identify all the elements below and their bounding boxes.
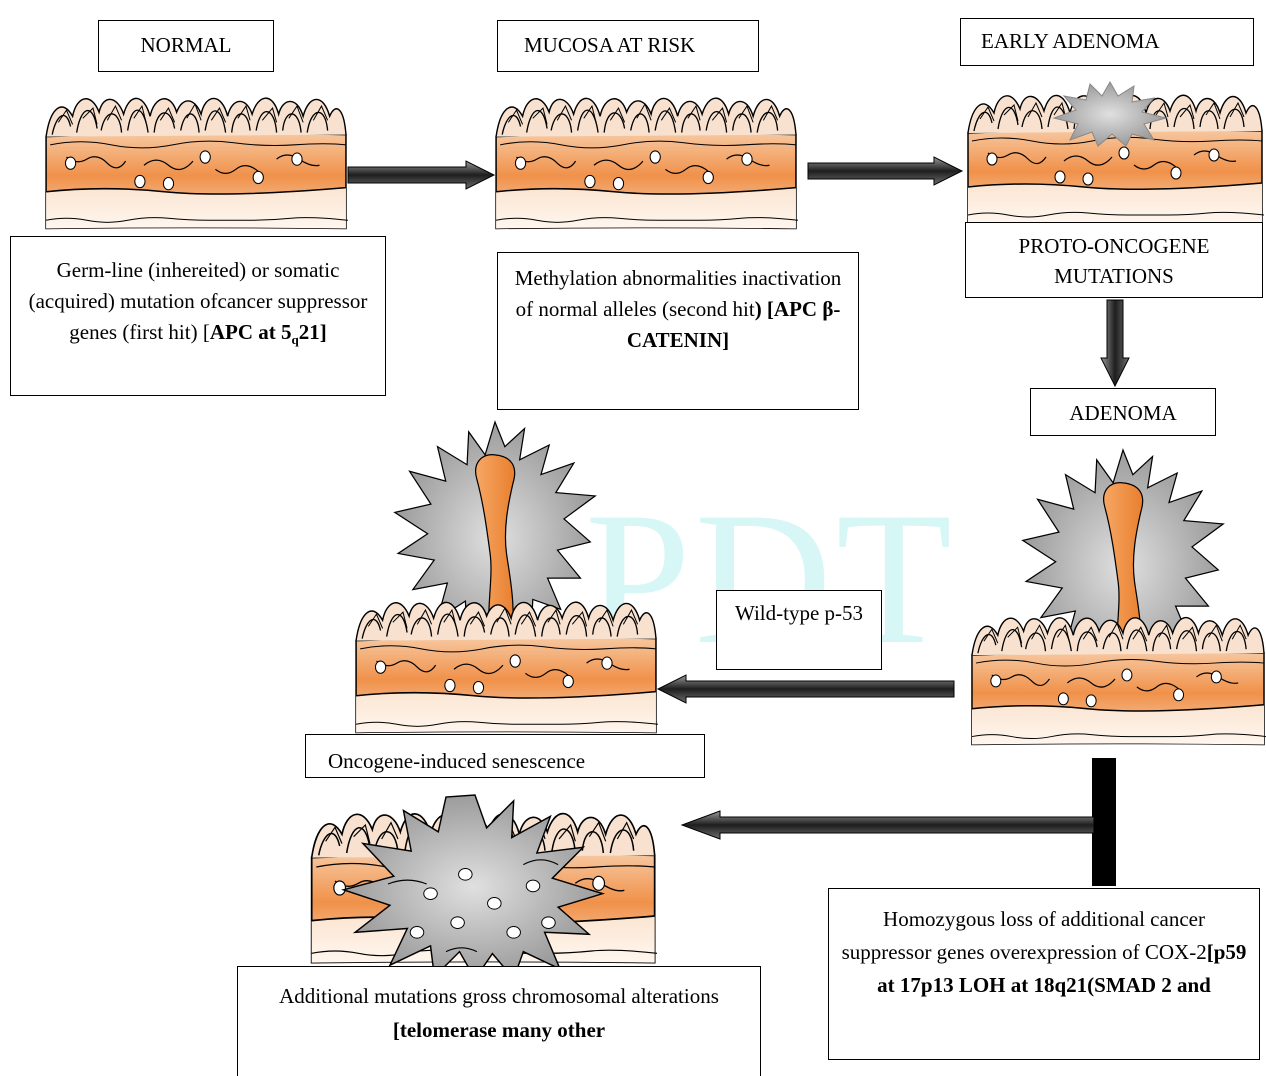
homozygous-bold: [p59 at 17p13 LOH at 18q21(SMAD 2 and <box>877 940 1247 997</box>
proto-oncogene-text: PROTO-ONCOGENE MUTATIONS <box>1018 234 1210 288</box>
stage-normal-text: NORMAL <box>140 33 232 57</box>
tumor-growth-icon <box>342 794 604 980</box>
first-hit-note: Germ-line (inhereited) or somatic (acqui… <box>10 236 386 396</box>
stage-adenoma-label: ADENOMA <box>1030 388 1216 436</box>
stage-early-adenoma-text: EARLY ADENOMA <box>981 29 1160 53</box>
branch-bar <box>1092 758 1116 886</box>
homozygous-text: Homozygous loss of additional cancer sup… <box>841 907 1207 964</box>
first-hit-sub: q <box>291 332 299 348</box>
right-arrow-icon <box>807 156 964 186</box>
stage-mucosa-at-risk-label: MUCOSA AT RISK <box>497 20 759 72</box>
left-arrow-icon <box>680 810 1095 840</box>
second-hit-text: Methylation abnormalities inactivation o… <box>514 266 842 321</box>
tissue-section-icon <box>971 616 1266 746</box>
additional-mutations-note: Additional mutations gross chromosomal a… <box>237 966 761 1076</box>
second-hit-note: Methylation abnormalities inactivation o… <box>497 252 859 410</box>
first-hit-bold-end: 21] <box>298 320 327 344</box>
first-hit-text: Germ-line (inhereited) or somatic (acqui… <box>28 258 368 344</box>
down-arrow-icon <box>1100 299 1130 388</box>
tumor-growth-icon <box>1053 81 1167 147</box>
stage-normal-label: NORMAL <box>98 20 274 72</box>
stage-early-adenoma-label: EARLY ADENOMA <box>960 18 1254 66</box>
first-hit-bold: APC at 5 <box>209 320 292 344</box>
tissue-section-icon <box>45 97 348 230</box>
right-arrow-icon <box>347 160 496 190</box>
tissue-section-icon <box>495 97 798 230</box>
proto-oncogene-note: PROTO-ONCOGENE MUTATIONS <box>965 222 1263 298</box>
wild-type-text: Wild-type p-53 <box>734 601 864 625</box>
additional-text: Additional mutations gross chromosomal a… <box>279 984 719 1008</box>
homozygous-loss-note: Homozygous loss of additional cancer sup… <box>828 888 1260 1060</box>
additional-bold: [telomerase many other <box>392 1018 606 1042</box>
stage-adenoma-text: ADENOMA <box>1069 401 1177 425</box>
left-arrow-icon <box>656 674 955 704</box>
stage-mucosa-text: MUCOSA AT RISK <box>524 33 696 57</box>
wild-type-p53-note: Wild-type p-53 <box>716 590 882 670</box>
senescence-text: Oncogene-induced senescence <box>328 749 586 773</box>
senescence-note: Oncogene-induced senescence <box>305 734 705 778</box>
second-hit-bold: ) [APC β-CATENIN] <box>626 297 841 352</box>
